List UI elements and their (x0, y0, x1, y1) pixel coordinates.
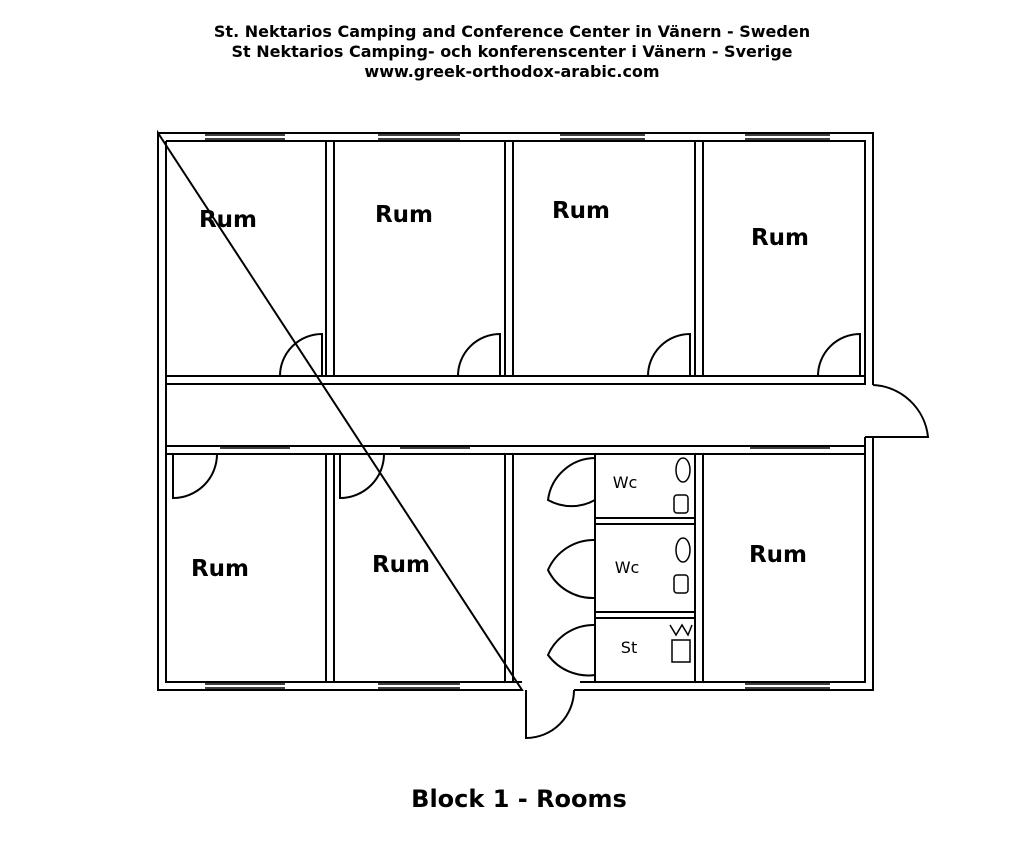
door-wc-1 (546, 457, 596, 508)
room-label-bottom-2: Rum (372, 552, 430, 578)
door-top-4 (817, 332, 861, 377)
room-label-top-2: Rum (375, 202, 433, 228)
door-top-1 (279, 332, 323, 377)
room-label-bottom-3: Rum (749, 542, 807, 568)
wc-label-2: Wc (615, 558, 640, 577)
header-title-swedish: St Nektarios Camping- och konferenscente… (231, 42, 793, 61)
door-bottom-3 (865, 384, 930, 438)
header-website: www.greek-orthodox-arabic.com (364, 62, 660, 81)
toilet-fixtures (669, 457, 693, 663)
door-storage (546, 623, 596, 677)
room-label-top-3: Rum (552, 198, 610, 224)
storage-label: St (621, 638, 637, 657)
wc-label-1: Wc (613, 473, 638, 492)
windows-top (205, 134, 830, 140)
plan-footer-title: Block 1 - Rooms (411, 785, 627, 813)
room-label-bottom-1: Rum (191, 556, 249, 582)
room-label-top-4: Rum (751, 225, 809, 251)
door-top-2 (457, 332, 501, 377)
door-wc-2 (546, 538, 596, 600)
windows-bottom (205, 447, 830, 689)
room-label-top-1: Rum (199, 207, 257, 233)
door-bottom-1 (172, 453, 218, 500)
header-title-english: St. Nektarios Camping and Conference Cen… (213, 22, 811, 41)
door-entrance (525, 689, 575, 740)
door-bottom-2 (339, 453, 385, 500)
outer-wall-inner (165, 140, 866, 683)
outer-wall (157, 129, 874, 691)
door-top-3 (647, 332, 691, 377)
plan-header: St. Nektarios Camping and Conference Cen… (0, 22, 1024, 82)
